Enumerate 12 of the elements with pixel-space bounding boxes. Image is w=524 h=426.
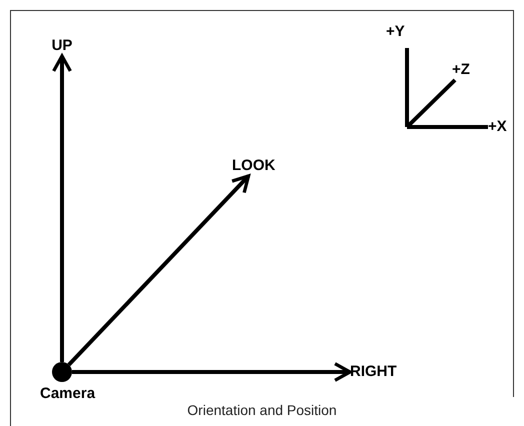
vector-label: RIGHT: [350, 362, 406, 382]
arrow: [52, 54, 72, 362]
vector-label: LOOK: [232, 156, 284, 176]
node-caption: Camera: [40, 384, 96, 404]
axis-label: +Y: [386, 22, 405, 42]
vector-label: UP: [40, 36, 84, 56]
arrow: [67, 174, 250, 366]
axis-label: +Z: [452, 60, 470, 80]
arrow: [72, 362, 352, 382]
axis-label: +X: [488, 117, 507, 137]
caption: Orientation and Position: [186, 401, 338, 419]
camera-dot: [52, 362, 72, 382]
